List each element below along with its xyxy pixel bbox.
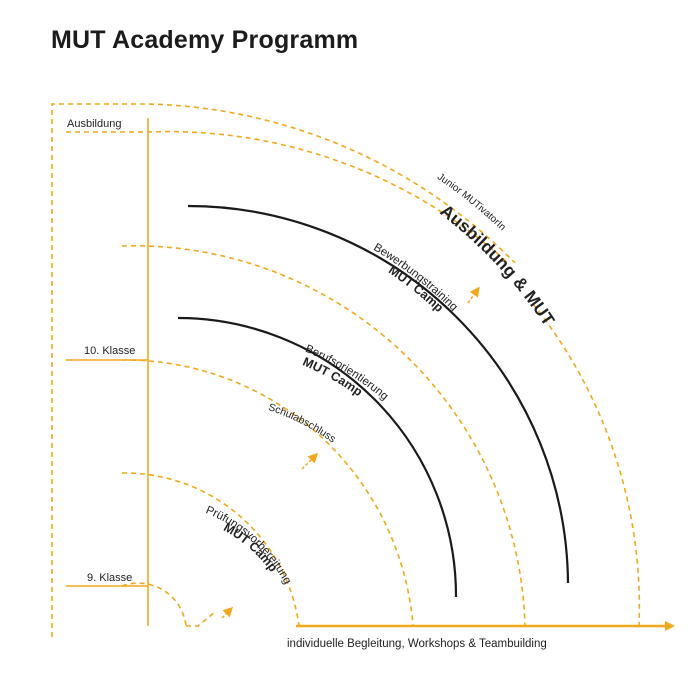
- label-klasse9: 9. Klasse: [87, 572, 132, 584]
- arc-ausbildung: [121, 245, 526, 627]
- arc-klasse9: [121, 472, 300, 627]
- frame-outer: [51, 103, 516, 637]
- bottom-axis-label: individuelle Begleitung, Workshops & Tea…: [287, 638, 547, 650]
- arc-small: [121, 582, 187, 627]
- outer-program-arc: [187, 204, 570, 584]
- page-title: MUT Academy Programm: [51, 26, 359, 54]
- axes: [66, 118, 675, 631]
- dashed-guides: [51, 103, 641, 637]
- camp3-subtitle: Bewerbungstraining: [371, 242, 459, 314]
- program-arcs: [177, 204, 570, 598]
- step-arrows: [221, 286, 480, 619]
- branch-bottom: [186, 611, 216, 627]
- arc-final: [532, 303, 641, 627]
- arrow-to-camp1: [221, 606, 234, 619]
- arc-klasse10: [121, 359, 414, 627]
- middle-program-arc: [177, 316, 458, 598]
- label-klasse10: 10. Klasse: [84, 345, 135, 357]
- label-ausbildung: Ausbildung: [67, 118, 121, 130]
- ausbildung-guide: [66, 130, 509, 264]
- arrow-bewerbung: [467, 286, 480, 304]
- milestone-schulabschluss: Schulabschluss: [267, 401, 338, 445]
- arrow-schulabschluss: [301, 452, 319, 470]
